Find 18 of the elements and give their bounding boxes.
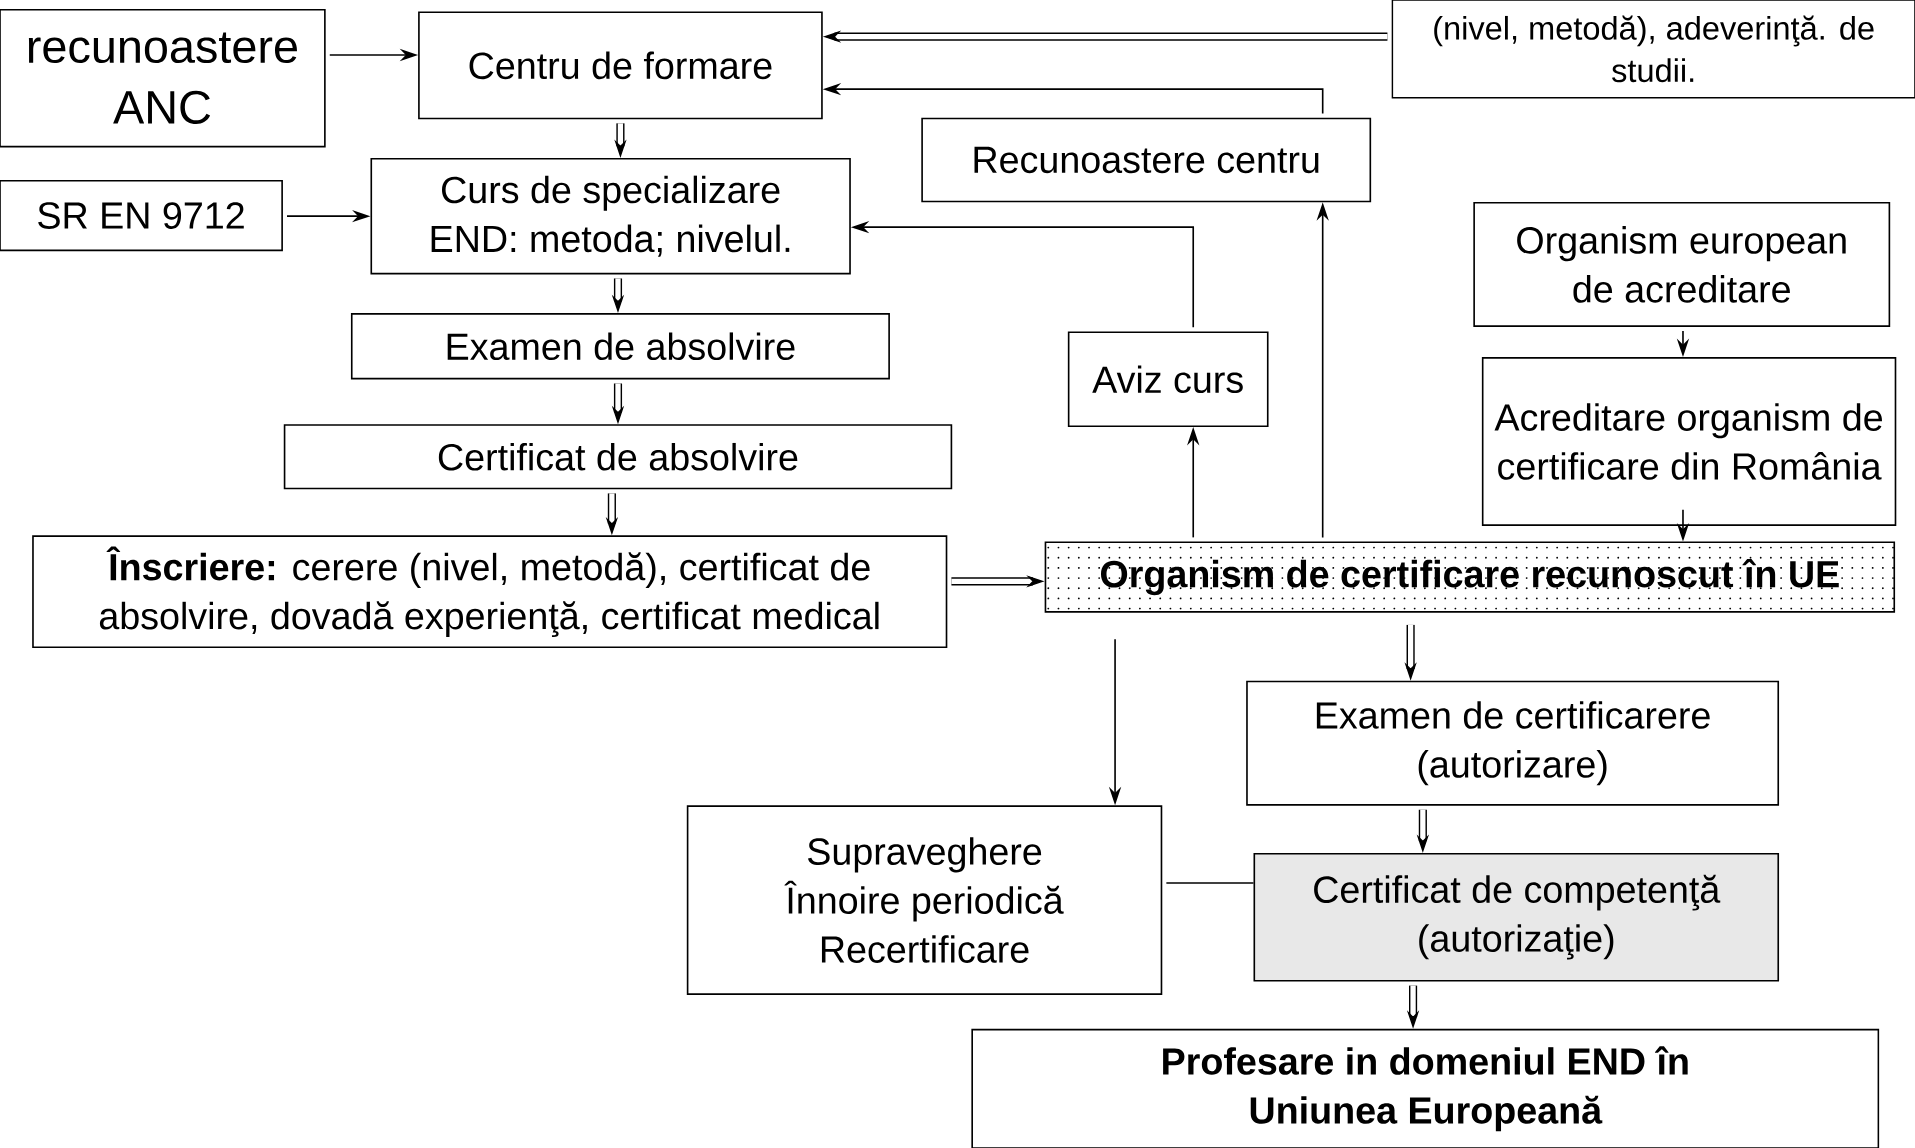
process-box: Acreditare organism de certificare din România bbox=[1481, 357, 1897, 526]
connector-line bbox=[1165, 882, 1255, 884]
process-box: recunoastere ANC bbox=[0, 8, 326, 148]
process-box: SR EN 9712 bbox=[0, 179, 283, 252]
process-box: Organism de certificare recunoscut în UE bbox=[1044, 541, 1896, 613]
process-box: Recunoastere centru bbox=[921, 117, 1372, 203]
process-box: Centru de formare bbox=[418, 11, 823, 120]
process-box: Examen de absolvire bbox=[350, 313, 890, 380]
process-box: Aviz curs bbox=[1067, 331, 1269, 428]
process-box: Profesare in domeniul END în Uniunea Europeană bbox=[971, 1028, 1880, 1148]
process-box: (nivel, metodă), adeverinţă. de studii. bbox=[1391, 0, 1915, 99]
process-box: Examen de certificarere (autorizare) bbox=[1246, 680, 1780, 806]
process-box: Supraveghere Înnoire periodică Recertificare bbox=[686, 805, 1163, 995]
process-box: Certificat de absolvire bbox=[283, 424, 953, 490]
process-box: Curs de specializare END: metoda; nivelul. bbox=[370, 157, 851, 275]
process-box: Certificat de competenţă (autorizaţie) bbox=[1253, 852, 1780, 982]
process-box: Organism european de acreditare bbox=[1473, 201, 1891, 327]
process-box: Înscriere: cerere (nivel, metodă), certificat de absolvire, dovadă experienţă, certificat medical bbox=[32, 535, 948, 649]
